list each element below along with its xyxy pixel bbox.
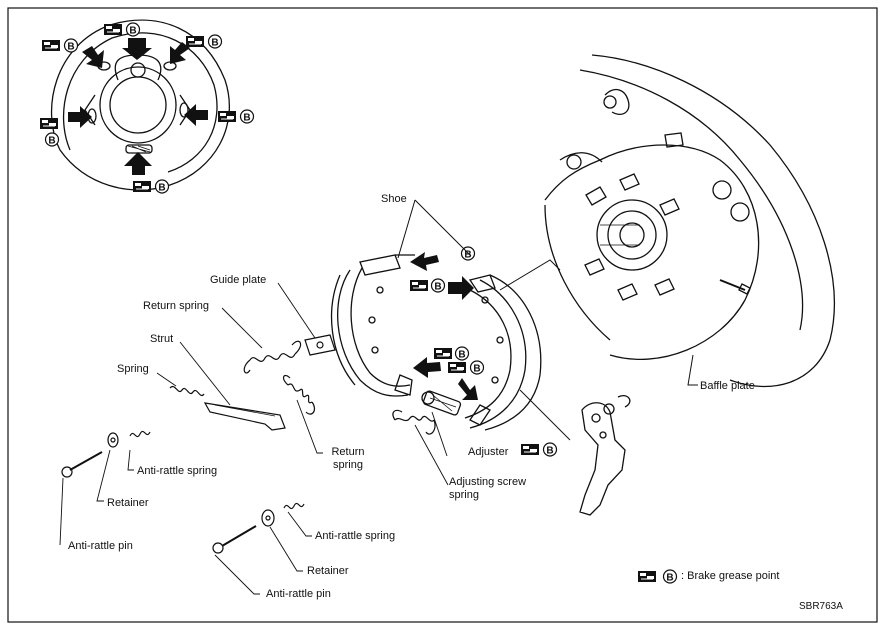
leader-lines [59,282,449,595]
label-retainer-2: Retainer [307,565,349,577]
shoe-arrows [410,252,478,400]
arrow-bottom [124,152,152,175]
label-anti-rattle-spring-1: Anti-rattle spring [137,465,218,477]
arrow-upper-right [170,42,190,64]
label-adjuster: Adjuster [468,446,509,458]
return-spring-2 [282,374,316,415]
inset-arrows [68,38,208,175]
legend-text: : Brake grease point [681,570,780,582]
arrow-right [184,104,208,126]
label-shoe: Shoe [381,193,407,205]
label-adjusting-screw-spring: Adjusting screw spring [449,476,527,501]
brake-shoes [331,254,542,431]
label-guide-plate: Guide plate [210,274,267,286]
baffle-leader [687,354,698,386]
label-return-spring-1: Return spring [143,300,210,312]
label-anti-rattle-spring-2: Anti-rattle spring [315,530,396,542]
adjusting-screw-spring [392,409,436,435]
legend-symbol [637,569,678,585]
label-spring: Spring [117,363,149,375]
figure-code: SBR763A [799,601,843,612]
arrow-upper-left [82,46,104,68]
adjuster [421,390,462,416]
label-retainer-1: Retainer [107,497,149,509]
label-baffle-plate: Baffle plate [700,380,755,392]
shoe-leaders [397,199,471,259]
label-strut: Strut [150,333,174,345]
axle-hub-assembly [544,54,835,388]
return-spring-1 [243,340,302,374]
figure-frame [7,7,878,623]
strut [203,402,286,431]
guide-lines [499,259,571,441]
guide-plate [304,334,336,356]
adjuster-grease-symbol [520,442,558,458]
label-anti-rattle-pin-1: Anti-rattle pin [68,540,133,552]
arrow-top [122,38,152,60]
anti-rattle-set-1 [61,430,151,478]
parking-lever [579,395,631,516]
label-anti-rattle-pin-2: Anti-rattle pin [266,588,331,600]
spring-coil [169,386,205,396]
label-return-spring-2: Return spring [331,446,365,471]
anti-rattle-set-2 [212,502,305,554]
arrow-left [68,106,92,128]
